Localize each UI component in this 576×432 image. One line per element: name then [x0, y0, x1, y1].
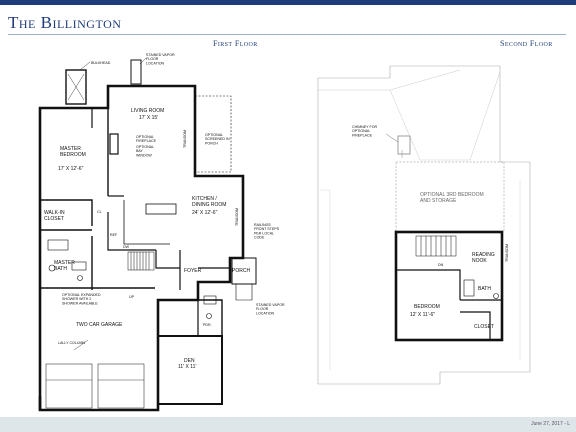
transom-label-2: TRANSOM: [235, 208, 239, 226]
second-floor-exterior-wall: [394, 230, 504, 342]
garage-label: TWO CAR GARAGE: [76, 322, 123, 328]
title-divider: [8, 34, 566, 35]
optional-fireplace: [109, 133, 119, 155]
kitchen-label: KITCHEN /DINING ROOM: [192, 196, 226, 208]
second-floor-label: Second Floor: [500, 39, 553, 48]
first-floor-label: First Floor: [213, 39, 258, 48]
den-walls: [157, 335, 223, 405]
first-floor-plan: [38, 57, 257, 412]
den-dimensions: 11' X 11': [178, 364, 196, 370]
lally-column-label: LALLY COLUMN: [58, 341, 85, 345]
closet-label: CL: [97, 210, 102, 214]
foyer-label: FOYER: [184, 268, 202, 274]
refrigerator-label: REF: [110, 233, 118, 237]
den-label: DEN: [184, 358, 195, 364]
bulkhead-chimney: [65, 69, 87, 105]
top-accent-bar: [0, 0, 576, 5]
stairs-up-label: UP: [129, 295, 135, 299]
roof-outline: [317, 65, 531, 385]
chimney-outline: [397, 135, 411, 155]
bedroom-dimensions: 12' X 11'-6": [410, 312, 435, 318]
powder-room-label: PDR.: [203, 323, 212, 327]
master-bedroom-dimensions: 17' X 12'-6": [58, 166, 84, 172]
plan-title: The Billington: [8, 13, 122, 32]
closet-label-2: CLOSET: [474, 324, 494, 330]
stairs-down-label: DN: [438, 263, 444, 267]
kitchen-island: [145, 203, 177, 215]
revision-date: June 27, 2017 - L: [531, 421, 570, 427]
optional-porch-outline: [194, 95, 232, 173]
vent-chase: [130, 59, 142, 85]
transom-label: TRANSOM: [183, 130, 187, 148]
living-room-label: LIVING ROOM: [131, 108, 164, 114]
first-floor-stairs: [127, 251, 155, 271]
porch-label: PORCH: [232, 268, 250, 274]
second-floor-plan: [317, 65, 531, 385]
bedroom-label: BEDROOM: [414, 304, 440, 310]
bulkhead-label: BULKHEAD: [91, 61, 111, 65]
bath-label: BATH: [478, 286, 491, 292]
kitchen-dimensions: 24' X 12'-6": [192, 210, 218, 216]
dishwasher-label: DW: [123, 245, 130, 249]
transom-label-3: TRANSOM: [505, 244, 509, 262]
living-room-dimensions: 17' X 15': [139, 115, 158, 121]
footer-bar: [0, 417, 576, 432]
front-porch: [231, 257, 257, 285]
second-floor-stairs: [415, 235, 457, 257]
